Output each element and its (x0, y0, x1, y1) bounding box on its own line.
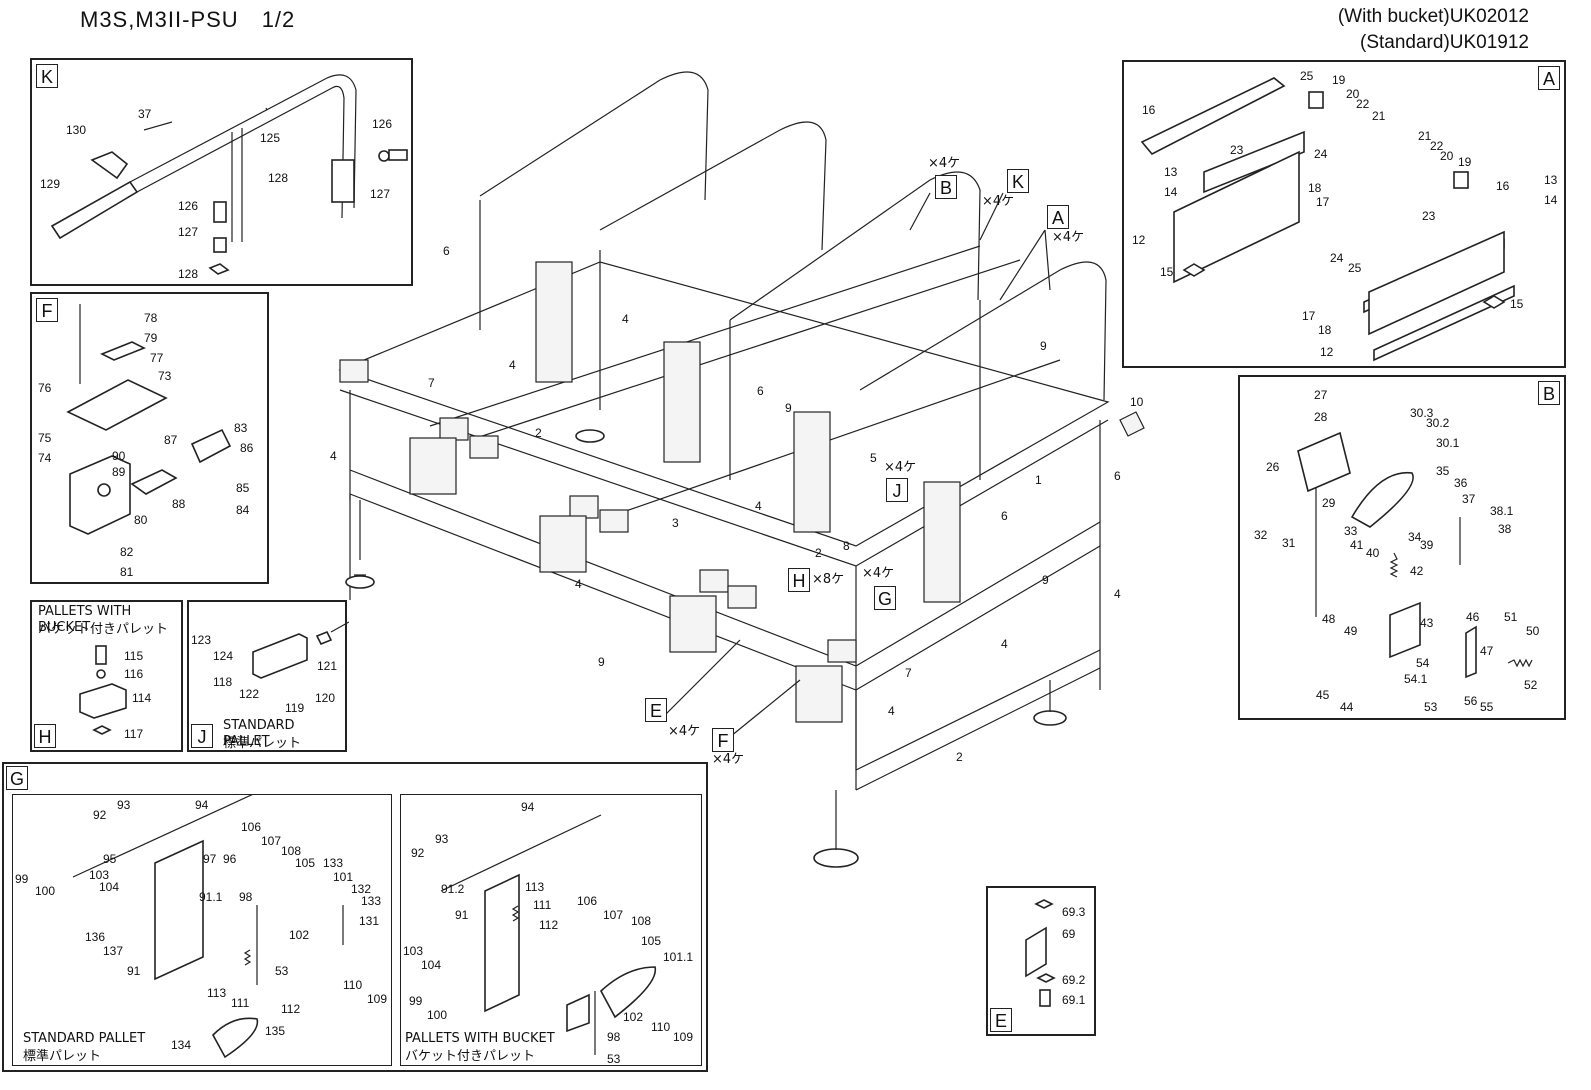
holder-block-drawing (66, 304, 232, 535)
detail-panel-k: K 37 130 125 126 129 127 128 126 127 128 (30, 58, 413, 286)
callout-qty: ×4ケ (712, 752, 745, 767)
caption-jp: バケット付きパレット (38, 622, 169, 637)
caption-en: PALLETS WITH BUCKET (405, 1031, 555, 1046)
part-label: 7 (428, 376, 435, 390)
callout-tag: A (1047, 205, 1069, 229)
detail-panel-f: F 78 79 77 76 73 75 74 83 87 86 90 89 85… (30, 292, 269, 584)
caption-jp: 標準パレット (223, 736, 302, 751)
part-label: 5 (870, 451, 877, 465)
part-codes: (With bucket)UK02012 (Standard)UK01912 (1338, 4, 1529, 56)
part-label: 6 (1114, 469, 1121, 483)
callout-tag: B (935, 175, 957, 199)
part-label: 2 (535, 426, 542, 440)
part-label: 4 (1001, 637, 1008, 651)
caption-jp: バケット付きパレット (405, 1049, 536, 1064)
detail-panel-j: STANDARD PALLET 標準パレット J 123 124 121 118… (187, 600, 349, 752)
part-label: 6 (1001, 509, 1008, 523)
callout-tag: G (874, 586, 896, 610)
part-label: 4 (1114, 587, 1121, 601)
callout-qty: ×4ケ (982, 194, 1015, 209)
caption-en: STANDARD PALLET (223, 718, 295, 749)
part-label: 6 (443, 244, 450, 258)
stopper-plate-drawing (72, 795, 344, 1059)
part-label: 8 (843, 539, 850, 553)
part-label: 10 (1130, 395, 1144, 409)
callout-qty: ×4ケ (1052, 230, 1085, 245)
callout-qty: ×4ケ (928, 156, 961, 171)
callout-qty: ×4ケ (884, 460, 917, 475)
part-label: 2 (956, 750, 963, 764)
bucket-stopper-drawing (440, 814, 657, 1055)
page-title: M3S,M3II-PSU 1/2 (80, 7, 296, 32)
code-with-bucket: (With bucket)UK02012 (1337, 6, 1529, 27)
caption-en: PALLETS WITH BUCKET (38, 604, 132, 635)
code-standard: (Standard)UK01912 (1360, 32, 1529, 53)
panel-tag: K (36, 64, 58, 88)
clamp-lever-drawing (1297, 431, 1533, 679)
panel-tag: E (990, 1008, 1012, 1032)
bracket-e-drawing (1025, 899, 1056, 1007)
part-label: 9 (1040, 339, 1047, 353)
part-label: 9 (785, 401, 792, 415)
part-label: 4 (622, 312, 629, 326)
callout-tag: F (712, 728, 734, 752)
callout-qty: ×4ケ (862, 566, 895, 581)
part-label: 4 (330, 449, 337, 463)
subpanel-bucket: PALLETS WITH BUCKET バケット付きパレット 94 93 92 … (400, 794, 702, 1066)
panel-tag: A (1538, 66, 1560, 90)
part-label: 4 (888, 704, 895, 718)
bracket-drawing (1140, 77, 1515, 362)
callout-tag: J (886, 478, 908, 502)
caption-en: STANDARD PALLET (23, 1031, 146, 1046)
detail-panel-g: G STANDARD PALLET 標準パレット 92 93 94 106 10… (2, 762, 708, 1072)
part-label: 9 (1042, 573, 1049, 587)
part-label: 1 (1035, 473, 1042, 487)
callout-tag: H (788, 568, 810, 592)
subpanel-standard: STANDARD PALLET 標準パレット 92 93 94 106 107 … (12, 794, 392, 1066)
caption-jp: 標準パレット (23, 1049, 102, 1064)
callout-qty: ×4ケ (668, 724, 701, 739)
panel-tag: B (1538, 381, 1560, 405)
assembly-handle-drawing (50, 74, 408, 275)
part-label: 7 (905, 666, 912, 680)
part-label: 4 (575, 577, 582, 591)
detail-panel-e: E 69.3 69 69.2 69.1 (986, 886, 1096, 1036)
part-label: 9 (598, 655, 605, 669)
panel-tag: F (36, 298, 58, 322)
part-label: 4 (755, 499, 762, 513)
callout-qty: ×8ケ (812, 572, 845, 587)
part-label: 6 (757, 384, 764, 398)
part-label: 4 (509, 358, 516, 372)
panel-tag: G (6, 766, 28, 790)
detail-panel-a: A 25 19 16 20 22 21 23 24 13 14 18 17 12… (1122, 60, 1566, 368)
part-label: 3 (672, 516, 679, 530)
angle-bracket-drawing (252, 621, 349, 679)
detail-panel-b: B 27 28 30.3 30.2 30.1 26 35 36 29 37 38… (1238, 375, 1566, 720)
callout-tag: K (1007, 169, 1029, 193)
callout-tag: E (645, 698, 667, 722)
stopper-block-drawing (79, 645, 127, 735)
panel-tag: J (191, 724, 213, 748)
part-label: 2 (815, 546, 822, 560)
detail-panel-h: PALLETS WITH BUCKET バケット付きパレット H 115 116… (30, 600, 183, 752)
panel-tag: H (34, 724, 56, 748)
